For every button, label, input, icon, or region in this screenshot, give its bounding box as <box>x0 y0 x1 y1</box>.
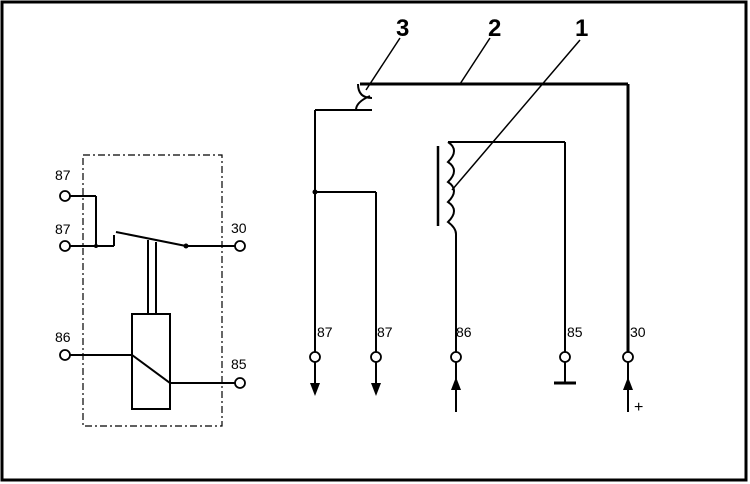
label-86-right: 86 <box>456 324 472 340</box>
contact-upper <box>357 83 373 99</box>
left-schematic: 87 87 30 86 85 <box>55 154 247 427</box>
callout-2-leader <box>459 37 491 85</box>
callout-3: 3 <box>396 15 409 42</box>
terminal-86-right <box>450 351 462 363</box>
label-87-top: 87 <box>55 167 71 183</box>
label-87-second: 87 <box>55 221 71 237</box>
terminal-30 <box>234 240 246 252</box>
label-30: 30 <box>231 220 247 236</box>
arrow-87-a-head <box>310 383 320 396</box>
callout-1-leader <box>451 39 581 191</box>
terminal-87-top <box>59 190 71 202</box>
arrow-30-head <box>623 377 633 390</box>
terminal-87-second <box>59 240 71 252</box>
terminal-30-right <box>622 351 634 363</box>
label-85: 85 <box>231 356 247 372</box>
callout-2: 2 <box>488 15 501 42</box>
terminal-87-a <box>309 351 321 363</box>
junction-dot-left <box>94 244 98 248</box>
relay-housing-outline <box>82 154 223 427</box>
callout-3-leader <box>365 37 401 91</box>
arrow-86-head <box>451 377 461 390</box>
switch-arm <box>115 231 187 247</box>
plus-sign: + <box>634 399 643 416</box>
label-87-b: 87 <box>377 324 393 340</box>
coil-box <box>131 313 171 410</box>
label-87-a: 87 <box>317 324 333 340</box>
coil-winding <box>446 141 457 235</box>
arrow-87-b-head <box>371 383 381 396</box>
terminal-85 <box>234 377 246 389</box>
terminal-86 <box>59 349 71 361</box>
label-30-right: 30 <box>630 324 646 340</box>
label-86: 86 <box>55 329 71 345</box>
right-schematic: 1 2 3 87 87 86 85 30 + <box>309 15 646 416</box>
callout-1: 1 <box>575 15 588 42</box>
terminal-87-b <box>370 351 382 363</box>
terminal-85-right <box>559 351 571 363</box>
coil-wire <box>70 354 235 384</box>
label-85-right: 85 <box>567 324 583 340</box>
